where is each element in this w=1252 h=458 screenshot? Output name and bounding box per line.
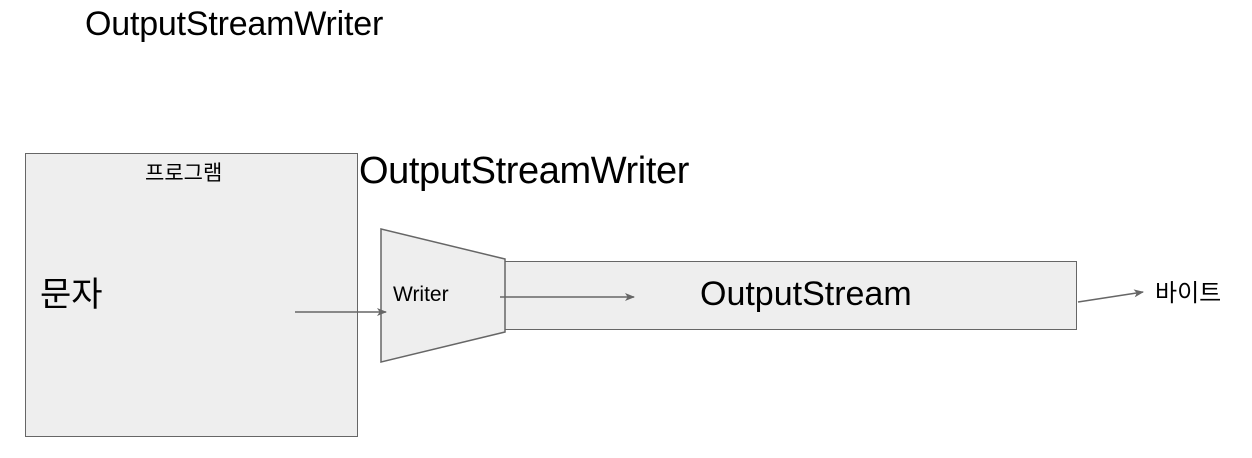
outputstreamwriter-label: OutputStreamWriter	[359, 150, 689, 192]
page-title: OutputStreamWriter	[85, 5, 384, 43]
program-box	[25, 153, 358, 437]
outputstream-to-byte-arrow	[1077, 289, 1144, 303]
writer-trapezoid-shape	[380, 228, 506, 363]
program-box-label: 프로그램	[145, 162, 223, 185]
writer-label: Writer	[393, 283, 449, 306]
outputstream-box	[503, 261, 1077, 330]
outputstream-label: OutputStream	[700, 275, 912, 313]
writer-trapezoid-polygon	[380, 228, 506, 363]
characters-label: 문자	[40, 276, 103, 314]
byte-output-label: 바이트	[1155, 280, 1222, 307]
